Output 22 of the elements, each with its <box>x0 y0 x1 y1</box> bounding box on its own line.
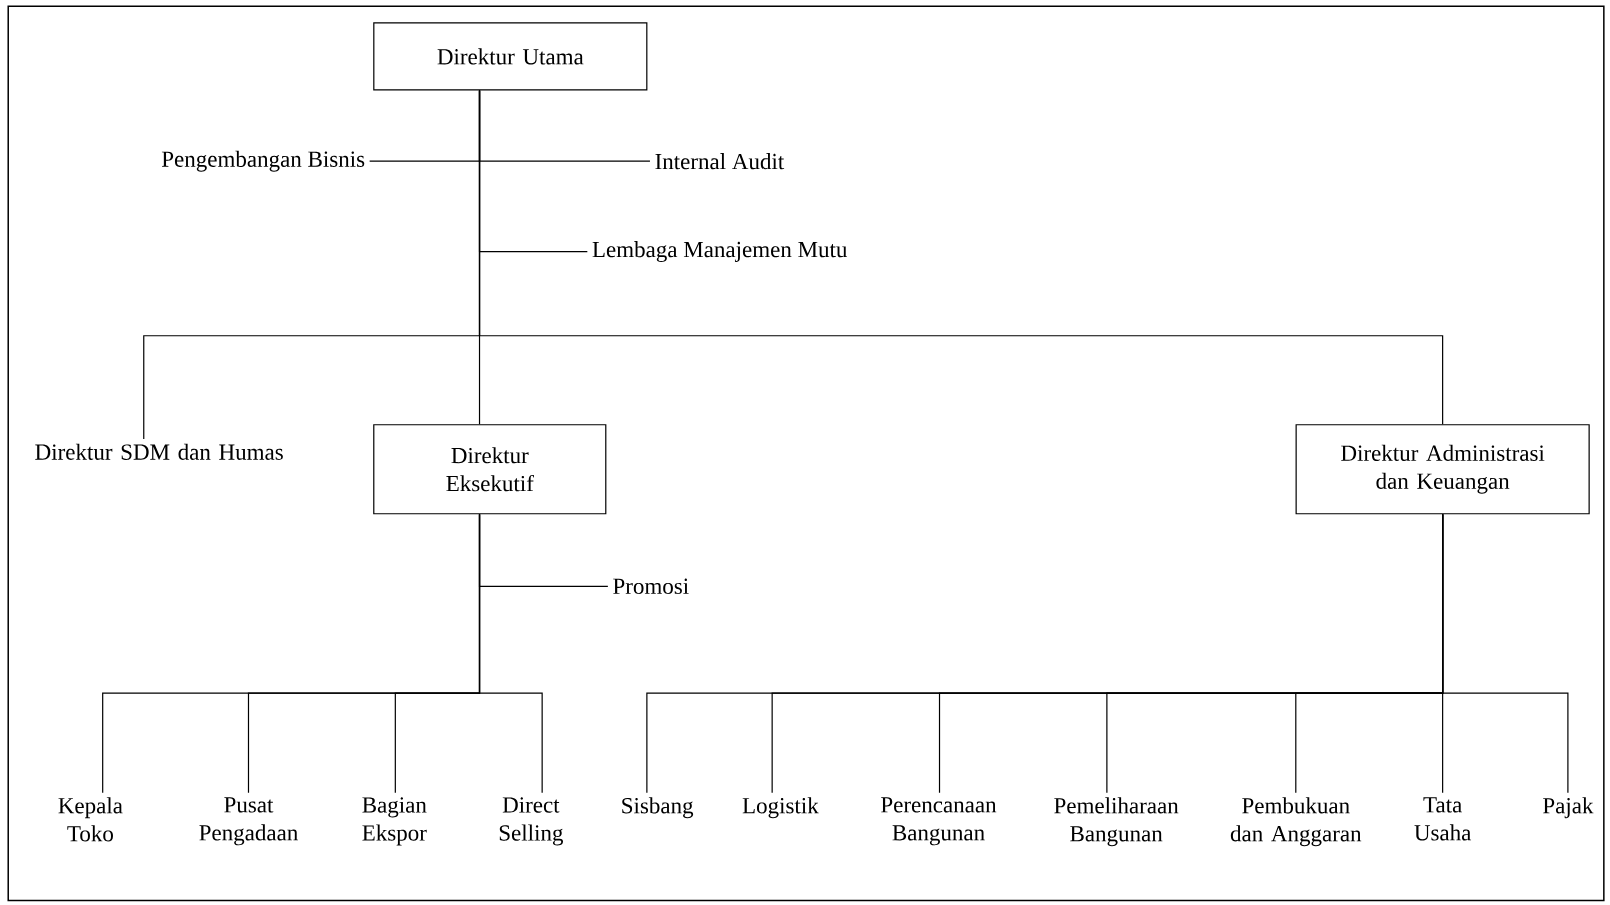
text-label: Pembukuan dan Anggaran <box>1230 797 1362 847</box>
text-label: Sisbang <box>622 797 694 819</box>
text-label: Tata Usaha <box>1414 797 1472 841</box>
connector-line <box>478 89 1444 425</box>
connector-line <box>478 513 543 794</box>
text-label: Lembaga Manajemen Mutu <box>592 241 848 263</box>
text-label: Logistik <box>742 797 819 819</box>
text-label: Pajak <box>1543 797 1594 819</box>
text-label: Pusat Pengadaan <box>199 797 298 846</box>
connector-line <box>1442 513 1569 794</box>
text-label: Bagian Ekspor <box>362 797 427 846</box>
text-label: Kepala Toko <box>58 797 123 842</box>
text-label: Promosi <box>613 578 689 594</box>
org-box: Direktur Utama <box>373 22 648 91</box>
org-box: Direktur Eksekutif <box>373 424 607 515</box>
org-box: Direktur Administrasi dan Keuangan <box>1295 424 1590 515</box>
text-label: Pengembangan Bisnis <box>161 150 365 172</box>
text-label: Internal Audit <box>655 153 785 170</box>
text-label: Perencanaan Bangunan <box>881 797 997 846</box>
text-label: Pemeliharaan Bangunan <box>1054 797 1179 847</box>
text-label: Direct Selling <box>499 797 564 846</box>
text-label: Direktur SDM dan Humas <box>35 443 283 460</box>
